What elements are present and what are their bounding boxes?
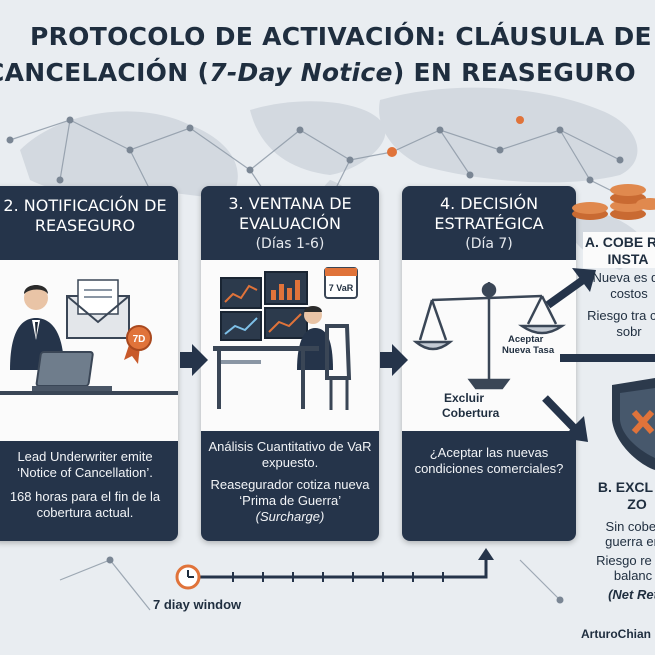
outcome-b-line: Riesgo re en balanc [596,553,655,583]
monitor-icon [220,271,308,341]
outcome-a-text: Nueva es de costos Riesgo tra con sobr [584,270,655,346]
panel-header: 3. VENTANA DE EVALUACIÓN (Días 1-6) [201,186,379,260]
arrow-right-icon [380,344,408,376]
timeline-label: 7 diay window [153,597,242,612]
panel-notification: 2. NOTIFICACIÓN DE REASEGURO 7D Lea [0,186,178,541]
laptop-icon [32,351,112,391]
timeline [175,548,494,590]
outcome-a-line: Riesgo tra con sobr [587,308,655,339]
arrow-up-right-icon [545,268,596,309]
seal-icon: 7D [124,325,152,364]
calendar-label: 7 VaR [329,283,354,293]
underwriter-illustration: 7D [0,279,178,395]
arrow-down-right-icon [542,395,588,442]
outcome-a-label: A. COBE RE-INSTA [583,232,655,268]
panel-text: 168 horas para el fin de la cobertura ac… [9,489,161,520]
panel-text: Reasegurador cotiza nueva ‘Prima de Guer… [210,477,370,524]
title-line-2: CANCELACIÓN (7-Day Notice) EN REASEGURO [0,58,636,87]
outcome-b-label: B. EXCL DE ZO [597,479,655,512]
panel-heading: 3. VENTANA DE EVALUACIÓN [228,194,352,233]
shield-icon [612,378,655,470]
panel-body: Lead Underwriter emite ‘Notice of Cancel… [0,441,178,541]
outcome-b-text: Sin cober guerra en Riesgo re en balanc … [588,519,655,606]
desk-icon [213,346,319,409]
seal-label: 7D [133,334,146,345]
arrow-right-icon [180,344,208,376]
panel-header: 4. DECISIÓN ESTRATÉGICA (Día 7) [402,186,576,260]
outcome-a-line: Nueva es de costos [592,270,655,301]
panel-text: Análisis Cuantitativo de VaR expuesto. [208,439,372,470]
title-line-1: PROTOCOLO DE ACTIVACIÓN: CLÁUSULA DE [30,22,652,51]
calendar-icon: 7 VaR [324,267,358,299]
panel-text: Lead Underwriter emite ‘Notice of Cancel… [17,449,153,480]
scale-icon [412,282,566,390]
panel-heading: 4. DECISIÓN ESTRATÉGICA [434,194,544,233]
panel-heading: 2. NOTIFICACIÓN DE REASEGURO [3,196,167,235]
author-credit: ArturoChian [581,627,651,641]
outcome-b-line: Sin cober guerra en [605,519,655,549]
panel-body: Análisis Cuantitativo de VaR expuesto. R… [201,431,379,541]
outcome-b-em: (Net Ret [608,587,655,602]
coins-icon [572,184,655,220]
panel-header: 2. NOTIFICACIÓN DE REASEGURO [0,186,178,260]
panel-subheading: (Día 7) [465,236,513,252]
panel-body: ¿Aceptar las nuevas condiciones comercia… [402,431,576,541]
analyst-illustration: 7 VaR [213,267,358,410]
panel-subheading: (Días 1-6) [255,236,325,252]
panel-evaluation: 3. VENTANA DE EVALUACIÓN (Días 1-6) 7 Va… [201,186,379,541]
envelope-icon [66,279,130,339]
panel-text: ¿Aceptar las nuevas condiciones comercia… [414,445,564,476]
